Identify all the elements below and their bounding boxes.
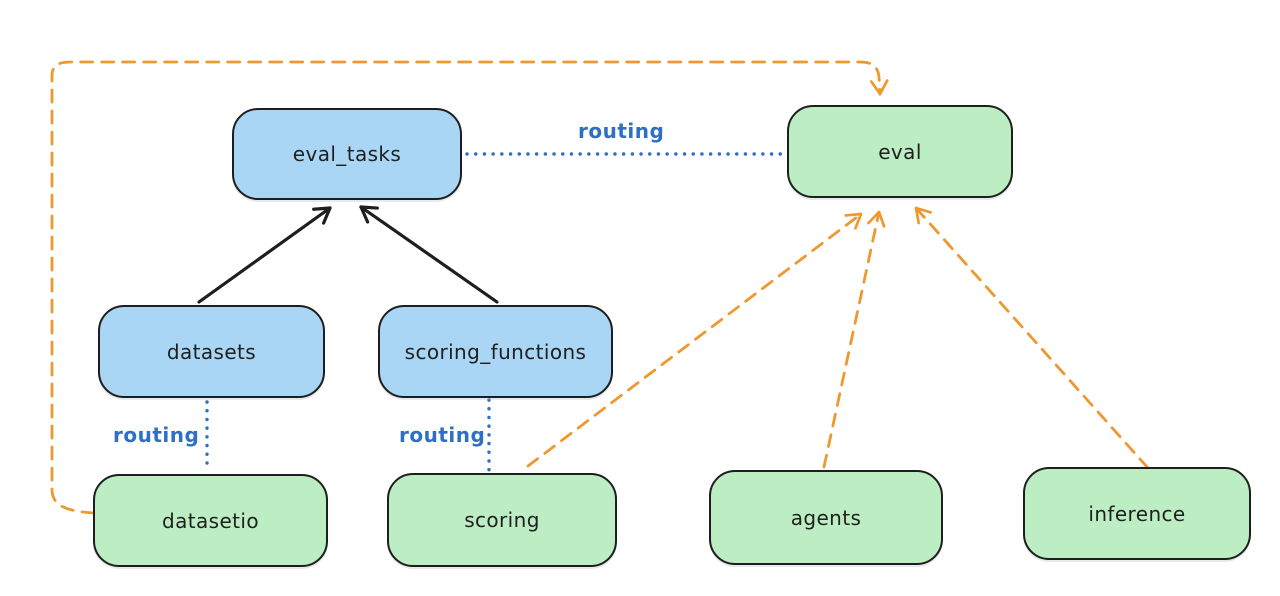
node-inference: inference bbox=[1023, 467, 1251, 560]
arrow-scoring-functions-to-eval-tasks bbox=[359, 205, 499, 304]
node-eval-tasks: eval_tasks bbox=[232, 108, 462, 200]
edge-label-routing-datasets-datasetio: routing bbox=[113, 423, 200, 447]
edge-label-routing-eval-tasks-eval: routing bbox=[578, 119, 665, 143]
node-eval: eval bbox=[787, 105, 1013, 198]
node-scoring-functions: scoring_functions bbox=[378, 305, 613, 398]
arrow-datasets-to-eval-tasks bbox=[197, 206, 332, 304]
node-eval-label: eval bbox=[878, 139, 922, 164]
node-datasets-label: datasets bbox=[166, 339, 257, 364]
arrow-scoring-to-eval bbox=[526, 212, 863, 468]
node-agents: agents bbox=[709, 470, 943, 565]
node-datasetio-label: datasetio bbox=[161, 508, 259, 533]
edge-label-routing-scoring-functions-scoring: routing bbox=[399, 423, 486, 447]
arrow-agents-to-eval bbox=[822, 210, 886, 469]
node-eval-tasks-label: eval_tasks bbox=[292, 142, 402, 166]
node-datasets: datasets bbox=[98, 305, 325, 398]
arrow-inference-to-eval bbox=[914, 206, 1150, 470]
node-agents-label: agents bbox=[790, 505, 862, 530]
node-scoring-functions-label: scoring_functions bbox=[404, 339, 587, 364]
node-scoring-label: scoring bbox=[464, 508, 540, 532]
node-datasetio: datasetio bbox=[93, 474, 328, 567]
arrow-datasetio-loop-to-eval bbox=[50, 60, 889, 515]
node-inference-label: inference bbox=[1088, 501, 1186, 526]
node-scoring: scoring bbox=[387, 473, 617, 567]
